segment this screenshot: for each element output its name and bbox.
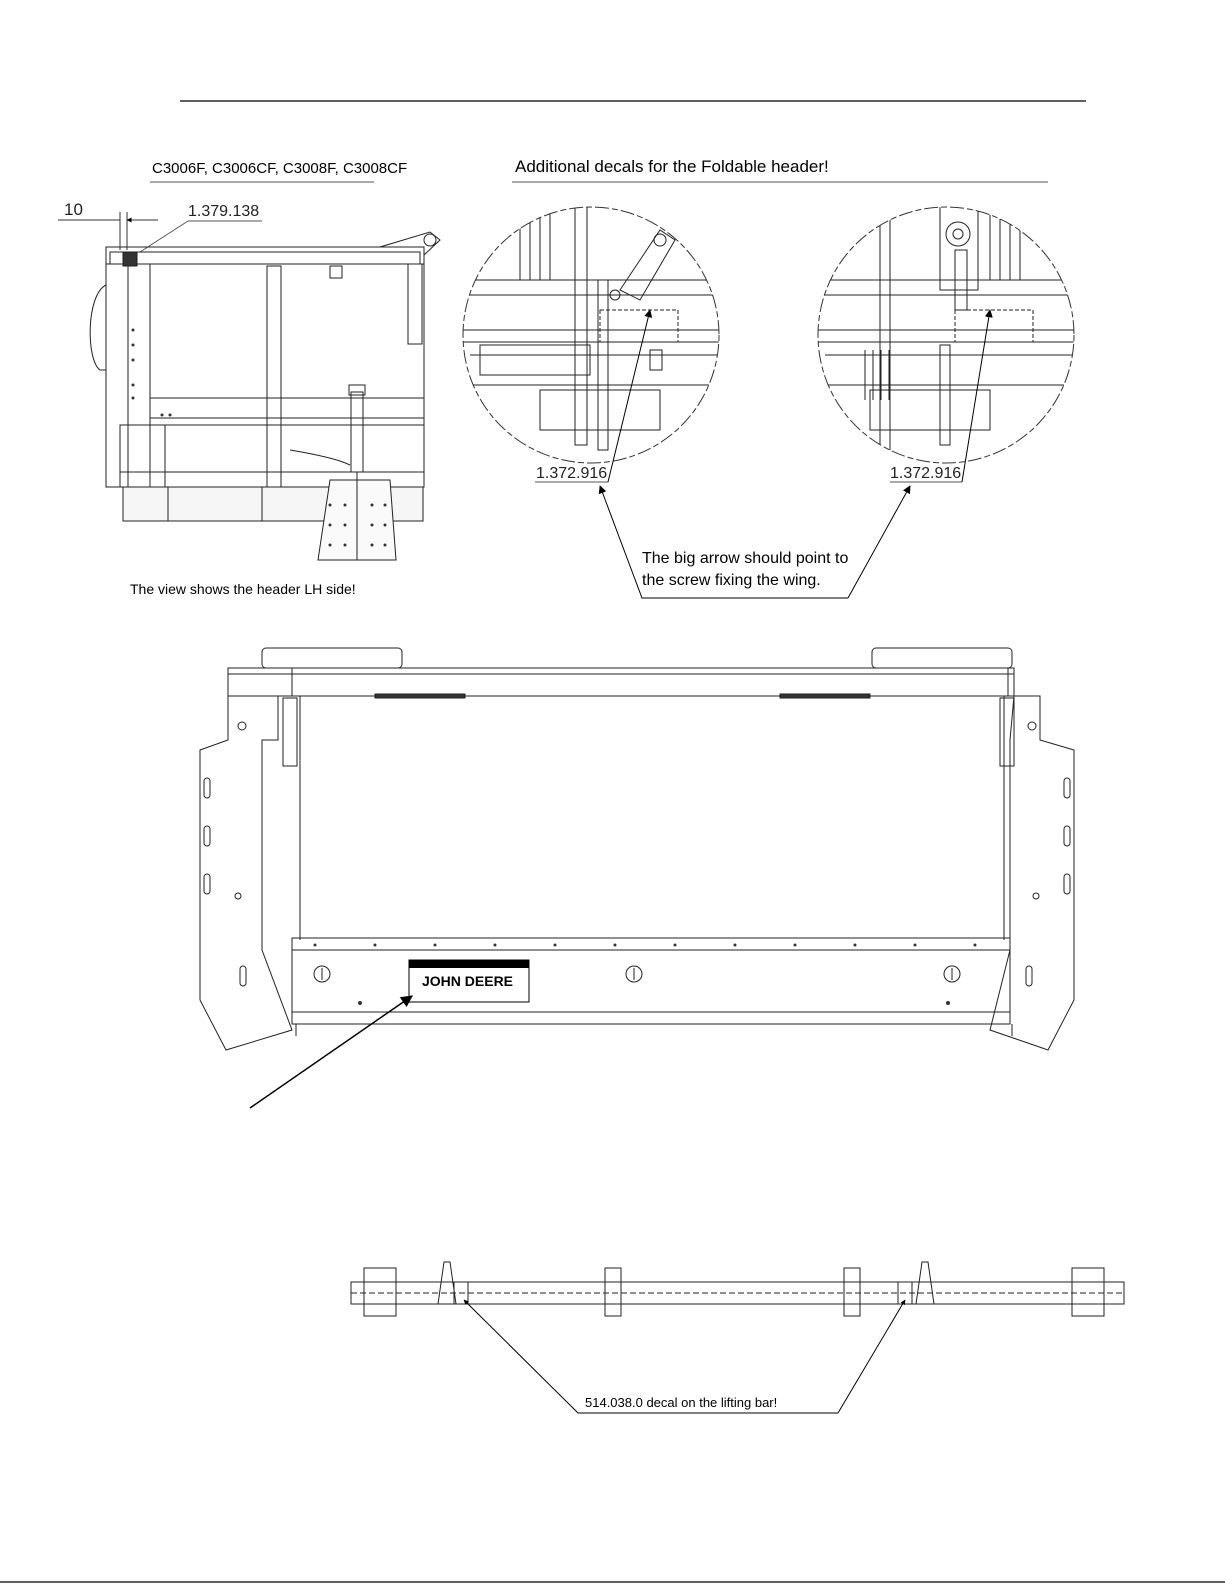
wing-decal-part-number-right: 1.372.916 [890,465,961,483]
dimension-label: 10 [64,200,83,220]
detail-view-right [815,200,1085,482]
side-view-caption: The view shows the header LH side! [130,581,356,597]
models-heading: C3006F, C3006CF, C3008F, C3008CF [152,160,407,177]
john-deere-logo-text: JOHN DEERE [422,973,513,989]
arrow-note-line1: The big arrow should point to [642,550,848,568]
wing-decal-part-number-left: 1.372.916 [536,465,607,483]
arrow-note-line2: the screw fixing the wing. [642,572,821,590]
lifting-bar-note: 514.038.0 decal on the lifting bar! [585,1395,777,1410]
header-front-view [200,648,1074,1050]
decal-pointer-arrow [250,996,412,1108]
detail-view-left [460,195,730,482]
side-decal-part-number: 1.379.138 [188,203,259,221]
lifting-bar-view [351,1262,1124,1316]
header-lh-side-view [58,212,440,560]
foldable-heading: Additional decals for the Foldable heade… [515,157,829,177]
